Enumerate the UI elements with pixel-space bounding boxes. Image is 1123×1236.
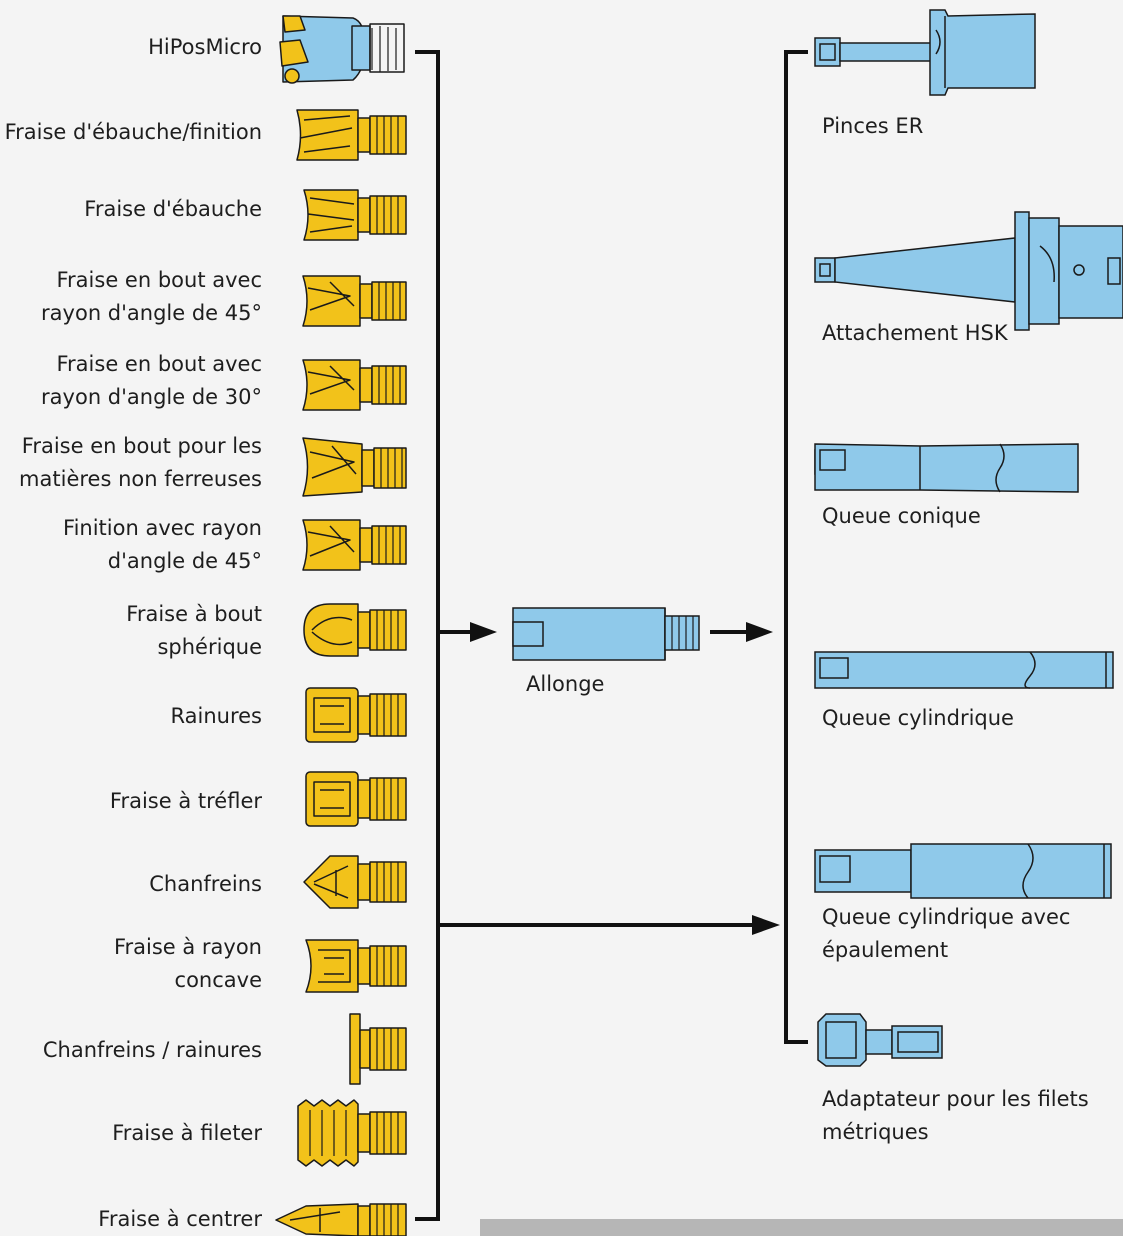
metric-thread-adapter-icon <box>817 1013 943 1067</box>
slot-mill-icon <box>305 687 407 743</box>
tool-label: Fraise à tréfler <box>109 789 262 813</box>
holder-label: Queue cylindrique <box>822 706 1014 730</box>
tool-label: Fraise à fileter <box>112 1121 262 1145</box>
tslot-mill-icon <box>305 771 407 827</box>
chamfer-groove-mill-icon <box>349 1013 407 1085</box>
tool-label: Fraise d'ébauche <box>84 197 262 221</box>
tool-label: Fraise d'ébauche/finition <box>4 120 262 144</box>
end-mill-nonferrous-icon <box>302 437 407 497</box>
chamfer-mill-icon <box>303 855 407 909</box>
tool-label: Chanfreins <box>149 872 262 896</box>
tool-label: HiPosMicro <box>148 35 262 59</box>
left-bracket-line <box>415 50 440 1221</box>
hsk-holder-icon <box>814 211 1123 331</box>
cylindrical-shank-icon <box>814 651 1114 689</box>
arrow-direct-to-holders-head <box>752 915 780 935</box>
roughing-mill-icon <box>303 189 407 241</box>
tool-label: Rainures <box>170 704 263 728</box>
arrows <box>438 622 780 935</box>
right-bracket-line <box>784 50 808 1044</box>
finishing-45-icon <box>302 519 407 571</box>
arrow-to-extension-head <box>470 622 497 642</box>
holder-label: Queue conique <box>822 504 981 528</box>
arrow-extension-to-holders-head <box>746 622 773 642</box>
roughing-finishing-mill-icon <box>296 109 407 161</box>
er-collet-holder-icon <box>814 9 1036 96</box>
connector-lines <box>415 50 808 1221</box>
extension-holder-icon <box>512 607 700 661</box>
concave-radius-mill-icon <box>305 939 407 993</box>
shouldered-shank-icon <box>814 843 1112 899</box>
tool-label: Fraise à centrer <box>98 1207 262 1231</box>
end-mill-30-icon <box>302 359 407 411</box>
tool-label: Chanfreins / rainures <box>42 1038 262 1062</box>
hiposmicro-tool-icon <box>279 15 405 84</box>
bottom-gray-bar <box>480 1219 1123 1236</box>
thread-mill-icon <box>297 1099 407 1167</box>
tapered-shank-icon <box>814 443 1079 493</box>
holder-label: Attachement HSK <box>822 321 1008 345</box>
end-mill-45-icon <box>302 275 407 327</box>
holder-label: Pinces ER <box>822 114 924 138</box>
ball-nose-mill-icon <box>303 603 407 657</box>
extension-label: Allonge <box>526 672 605 696</box>
centering-mill-icon <box>275 1203 407 1236</box>
